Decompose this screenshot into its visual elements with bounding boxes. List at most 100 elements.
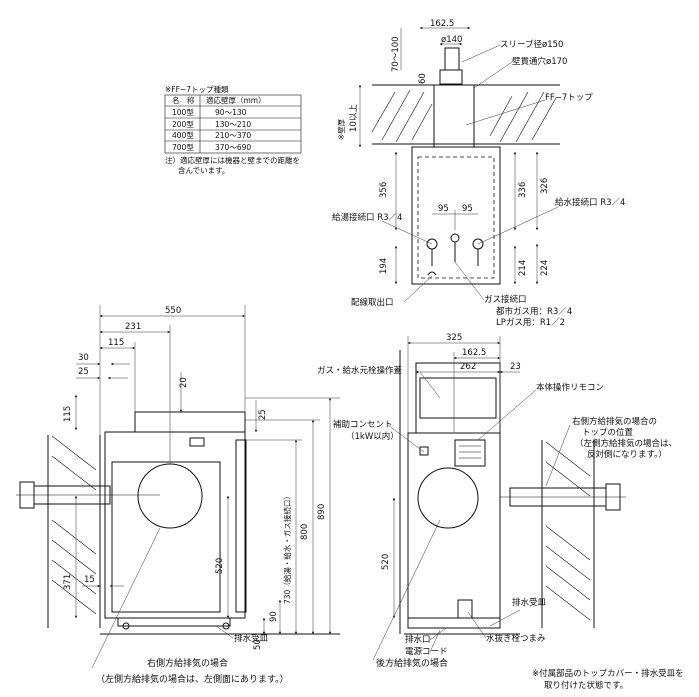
- caption-side-view-note: （左側方給排気の場合は、左側面にあります。）: [96, 673, 289, 685]
- side-view-foot-left: [122, 622, 130, 630]
- dim-95-right: 95: [462, 204, 473, 214]
- label-sleeve: スリーブ径ø150: [500, 39, 563, 50]
- label-water-supply-port: 給水接続口 R3／4: [555, 197, 625, 208]
- label-top-position-line2: トップの位置: [582, 427, 634, 438]
- front-view-drain-pan: [407, 617, 501, 629]
- top-view-body: [411, 146, 501, 285]
- label-remote: 本体操作リモコン: [536, 382, 604, 393]
- dim-890: 890: [317, 504, 327, 520]
- dim-115-left: 115: [63, 406, 73, 422]
- dim-25-right: 25: [258, 409, 268, 420]
- front-view-operation-lid: [419, 377, 497, 419]
- dim-800: 800: [300, 524, 310, 540]
- table-row-value: 370〜690: [215, 143, 251, 152]
- label-gas-port: ガス接続口: [484, 294, 527, 305]
- drain-outlet-icon: [427, 271, 437, 276]
- dim-371: 371: [63, 574, 73, 590]
- dim-336: 336: [518, 182, 528, 198]
- side-view-front-panel: [235, 439, 247, 613]
- dim-520-side: 520: [215, 558, 225, 574]
- front-view-wall: [541, 440, 595, 628]
- top-view-pipe-cap: [439, 69, 463, 85]
- front-view: 325 162.5 262 23 ガス・給水元栓操作蓋 本体操作リモコン 補助コ…: [317, 333, 677, 669]
- dim-224: 224: [540, 260, 550, 276]
- dim-520-front: 520: [381, 554, 391, 570]
- dim-194: 194: [379, 258, 389, 274]
- dim-214: 214: [518, 260, 528, 276]
- table-row-value: 90〜130: [215, 108, 247, 117]
- dim-20: 20: [179, 377, 189, 388]
- top-view-pipe-sleeve: [433, 84, 475, 148]
- dim-phi140: ø140: [441, 35, 462, 45]
- side-view-connector-icon: [189, 437, 205, 447]
- table-note-line2: 含んでいます。: [178, 165, 229, 175]
- dim-162-5-top: 162.5: [430, 19, 454, 29]
- label-drain-pan-front: 排水受皿: [512, 597, 547, 608]
- caption-front-view: 後方給排気の場合: [376, 657, 448, 669]
- dim-25-top: 25: [78, 367, 89, 377]
- table-title: ※FF−7トップ種類: [165, 84, 229, 94]
- dim-30: 30: [78, 353, 89, 363]
- label-city-gas: 都市ガス用：R3／4: [496, 306, 572, 317]
- label-top-position-line1: 右側方給排気の場合の: [572, 416, 657, 427]
- dim-23: 23: [510, 362, 521, 372]
- dim-730-connections: 730（給湯・給水・ガス接続口）: [282, 492, 292, 604]
- label-drain-plug: 水抜き栓つまみ: [486, 633, 546, 644]
- gas-port-icon: [450, 233, 460, 243]
- label-hot-water-port: 給湯接続口 R3／4: [332, 212, 402, 223]
- dim-wall-thickness: ※壁厚: [336, 118, 346, 140]
- table-header-thickness: 適応壁厚（mm）: [206, 95, 266, 105]
- caption-side-view: 右側方給排気の場合: [147, 657, 228, 669]
- label-top-position-line4: 反対側になります。）: [587, 449, 667, 460]
- dim-90: 90: [269, 611, 279, 622]
- footnote-line2: 取り付けた状態です。: [544, 680, 628, 691]
- dim-15: 15: [84, 575, 95, 585]
- table-row-name: 100型: [172, 108, 194, 117]
- side-view-drain-pan: [117, 617, 231, 627]
- label-operation-lid: ガス・給水元栓操作蓋: [317, 365, 403, 376]
- front-view-vent-circle: [417, 467, 479, 529]
- label-drain-port: 排水口: [405, 634, 431, 645]
- label-outlet-line1: 補助コンセント: [333, 419, 393, 430]
- dim-262: 262: [460, 362, 476, 372]
- label-power-cord: 電源コード: [405, 647, 448, 657]
- table-row-name: 700型: [172, 143, 194, 152]
- ff7-top-table: ※FF−7トップ種類 名 称 適応壁厚（mm） 100型 90〜130 200型…: [164, 84, 302, 175]
- top-view-wall: [371, 84, 560, 145]
- dim-60: 60: [418, 73, 428, 84]
- dim-95-left: 95: [438, 204, 449, 214]
- table-row-name: 400型: [172, 131, 194, 140]
- front-view-outlet-icon: [419, 446, 429, 456]
- side-view-side-panel: [111, 461, 221, 613]
- label-drain-pan-side: 排水受皿: [234, 633, 269, 644]
- dim-10-up: 10以上: [349, 104, 359, 132]
- dim-231: 231: [125, 322, 141, 332]
- side-view-wall: [47, 435, 101, 628]
- side-view-top-cover: [134, 411, 246, 433]
- dim-550: 550: [165, 306, 181, 316]
- table-row-value: 130〜210: [215, 120, 251, 129]
- dim-115-top: 115: [108, 338, 124, 348]
- top-view: 162.5 ø140 70〜100 60 ※壁厚 10以上 スリーブ径ø150 …: [332, 19, 625, 328]
- side-view-foot-right: [222, 622, 230, 630]
- front-view-top-cover: [415, 362, 501, 434]
- label-lp-gas: LPガス用：R1／2: [496, 317, 565, 328]
- table-row-value: 210〜370: [215, 131, 251, 140]
- table-note-line1: 注）適応壁厚には機器と壁までの距離を: [165, 155, 300, 165]
- front-view-drain-plug-icon: [457, 599, 473, 619]
- table-header-name: 名 称: [172, 95, 195, 105]
- side-view-body: [104, 431, 246, 619]
- footnote-line1: ※付属部品のトップカバー・排水受皿を: [532, 668, 684, 679]
- dim-326: 326: [540, 178, 550, 194]
- top-view-inner-outline: [417, 156, 495, 279]
- dim-70-100: 70〜100: [391, 36, 401, 72]
- label-wall-hole: 壁貫通穴ø170: [512, 56, 567, 67]
- front-view-body: [407, 432, 501, 619]
- side-view: 550 231 115 30 25 20 115 371 15 25 520 7…: [16, 305, 340, 685]
- label-ff7-top: FF−7トップ: [545, 93, 593, 103]
- side-view-vent-circle: [137, 463, 203, 529]
- label-outlet-line2: （1kW以内）: [346, 431, 399, 442]
- front-view-remote-icon: [454, 439, 486, 467]
- table-row-name: 200型: [172, 120, 194, 129]
